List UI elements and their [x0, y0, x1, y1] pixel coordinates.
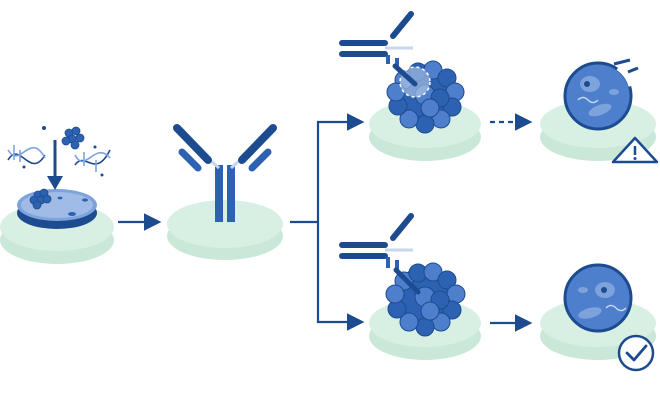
antibody-platform — [167, 200, 283, 260]
antigen-particle-cluster — [61, 126, 85, 150]
healthy-cell-icon — [563, 263, 633, 333]
warning-triangle-icon — [611, 136, 659, 164]
damaged-cell-icon — [563, 58, 639, 131]
petri-dish — [17, 188, 97, 229]
tumor-mass-bottom — [385, 262, 466, 337]
checkmark-circle-icon — [617, 334, 655, 372]
antibody-icon-bottom-b — [386, 213, 421, 295]
tumor-mass-top — [386, 60, 465, 134]
antibody-icon-top-a — [339, 40, 395, 57]
floating-particles — [22, 126, 104, 177]
antibody-icon — [173, 124, 277, 222]
antibody-icon-top-b — [386, 11, 418, 87]
branch-connector — [290, 113, 365, 331]
antibody-icon-bottom-a — [339, 242, 395, 259]
syringe-arrow-icon — [47, 140, 63, 190]
dna-strand-icon — [7, 145, 111, 172]
